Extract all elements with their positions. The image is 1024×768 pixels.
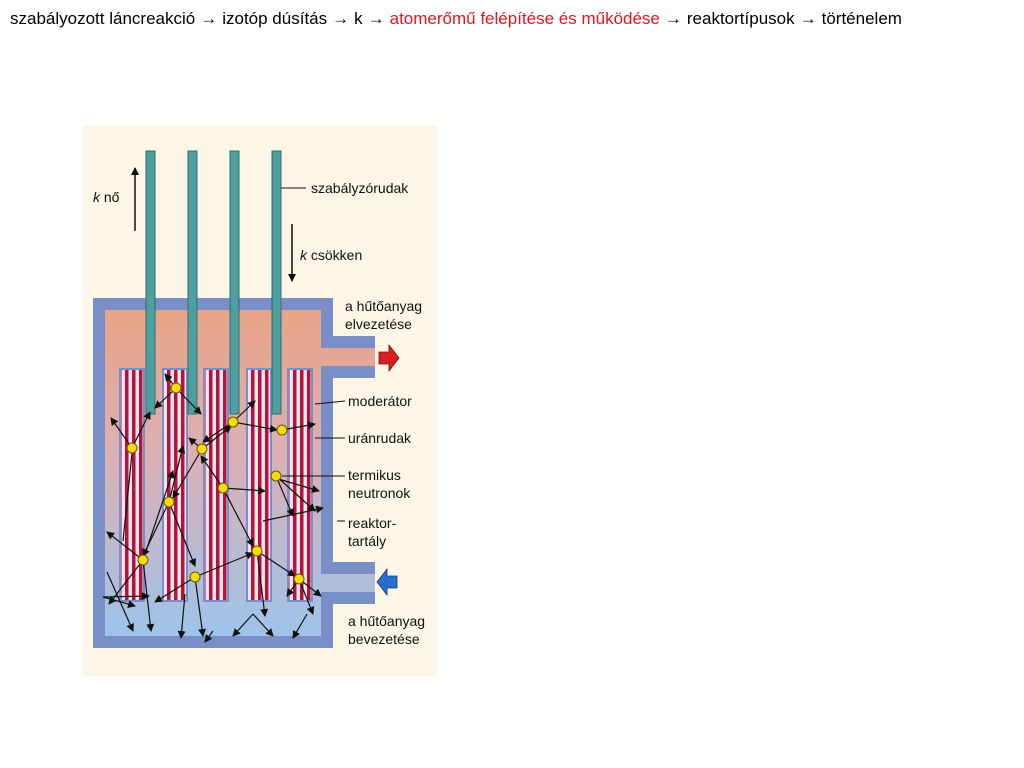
neutron — [293, 573, 305, 585]
label-fuel-rods: uránrudak — [348, 430, 412, 446]
breadcrumb-separator: → — [332, 9, 350, 28]
fuel-rods — [119, 368, 313, 602]
neutron — [217, 482, 229, 494]
neutron — [170, 382, 182, 394]
breadcrumb: szabályozott láncreakció→izotóp dúsítás→… — [10, 9, 902, 29]
fuel-rod — [162, 368, 188, 602]
label-coolant-in-2: bevezetése — [348, 631, 420, 647]
neutron — [137, 554, 149, 566]
label-thermal-neutrons-1: termikus — [348, 467, 401, 483]
breadcrumb-separator: → — [200, 9, 218, 28]
leader-lines — [281, 187, 346, 522]
coolant-in-arrow — [376, 567, 398, 597]
neutron — [126, 442, 138, 454]
k-increase-label: k nő — [93, 189, 120, 205]
reactor-diagram: k nő k csökken szabályzórudak a hűtőanya… — [83, 126, 437, 676]
label-control-rods: szabályzórudak — [311, 180, 409, 196]
breadcrumb-item-reactor-types[interactable]: reaktortípusok — [686, 9, 795, 28]
control-rod[interactable] — [187, 150, 198, 415]
control-rod[interactable] — [271, 150, 282, 415]
neutron — [251, 545, 263, 557]
label-vessel-2: tartály — [348, 533, 386, 549]
neutron — [196, 443, 208, 455]
label-coolant-out-1: a hűtőanyag — [345, 298, 422, 314]
control-rod[interactable] — [229, 150, 240, 415]
neutron — [270, 470, 282, 482]
reactor-diagram-svg: k nő k csökken szabályzórudak a hűtőanya… — [93, 150, 425, 648]
fuel-rod — [119, 368, 145, 602]
breadcrumb-item-chain-reaction[interactable]: szabályozott láncreakció — [10, 9, 196, 28]
neutron — [276, 424, 288, 436]
breadcrumb-item-isotope-enrichment[interactable]: izotóp dúsítás — [222, 9, 328, 28]
breadcrumb-separator: → — [664, 9, 682, 28]
control-rods — [145, 150, 282, 415]
fuel-rod — [287, 368, 313, 602]
neutron — [227, 416, 239, 428]
breadcrumb-item-power-plant[interactable]: atomerőmű felépítése és működése — [389, 9, 660, 28]
label-coolant-out-2: elvezetése — [345, 316, 412, 332]
coolant-out-arrow — [378, 343, 400, 373]
control-rod[interactable] — [145, 150, 156, 415]
label-moderator: moderátor — [348, 393, 412, 409]
k-decrease-label: k csökken — [300, 247, 362, 263]
neutron — [189, 571, 201, 583]
label-thermal-neutrons-2: neutronok — [348, 485, 411, 501]
breadcrumb-item-k[interactable]: k — [354, 9, 363, 28]
neutron — [163, 496, 175, 508]
label-vessel-1: reaktor- — [348, 515, 397, 531]
label-coolant-in-1: a hűtőanyag — [348, 613, 425, 629]
breadcrumb-separator: → — [799, 9, 817, 28]
breadcrumb-item-history[interactable]: történelem — [821, 9, 902, 28]
thermal-neutrons — [126, 382, 305, 585]
breadcrumb-separator: → — [367, 9, 385, 28]
